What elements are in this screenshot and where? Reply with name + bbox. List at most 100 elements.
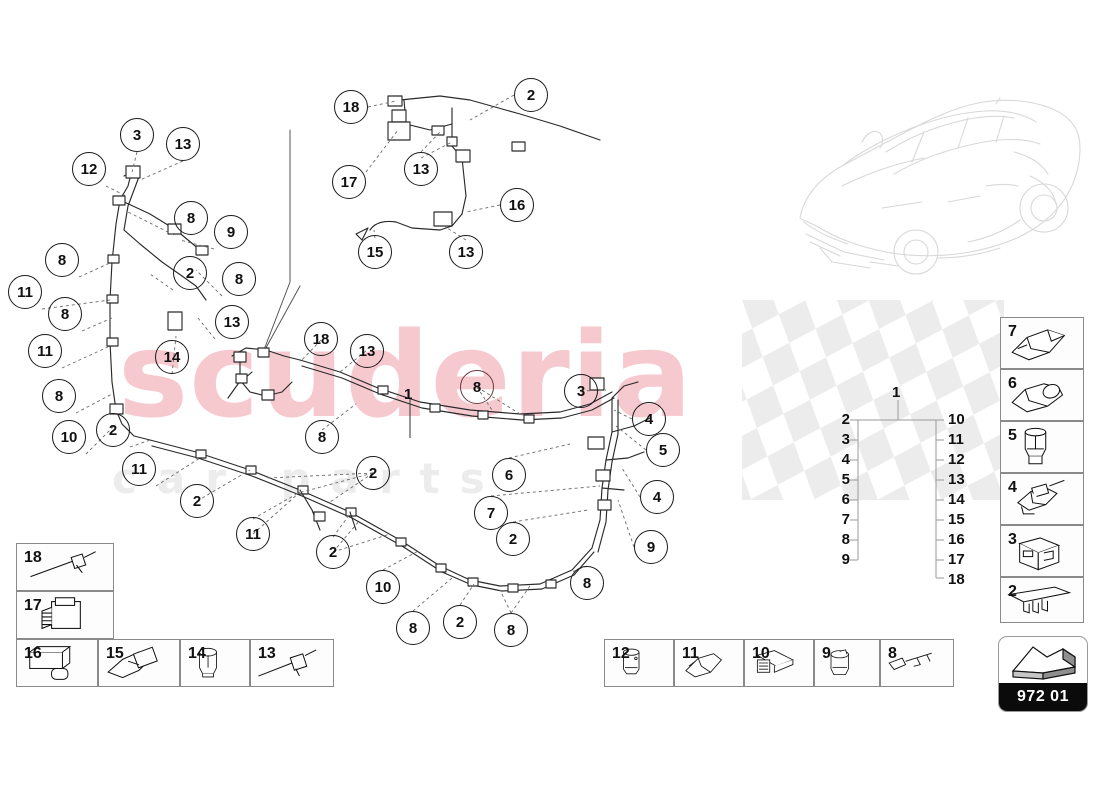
index-entry-2[interactable]: 2: [841, 411, 850, 428]
legend-box-13[interactable]: 13: [250, 639, 334, 687]
callout-13[interactable]: 13: [166, 127, 200, 161]
callout-3[interactable]: 3: [120, 118, 154, 152]
callout-8[interactable]: 8: [570, 566, 604, 600]
callout-14[interactable]: 14: [155, 340, 189, 374]
legend-box-10[interactable]: 10: [744, 639, 814, 687]
callout-2[interactable]: 2: [514, 78, 548, 112]
legend-number: 14: [188, 645, 206, 662]
connector-large-icon: [1011, 329, 1066, 361]
legend-box-12[interactable]: 12: [604, 639, 674, 687]
callout-2[interactable]: 2: [180, 484, 214, 518]
callout-8[interactable]: 8: [396, 611, 430, 645]
legend-box-15[interactable]: 15: [98, 639, 180, 687]
callout-2[interactable]: 2: [96, 413, 130, 447]
index-entry-6[interactable]: 6: [841, 491, 850, 508]
callout-8[interactable]: 8: [45, 243, 79, 277]
legend-number: 18: [24, 549, 42, 566]
legend-box-6[interactable]: 6: [1000, 369, 1084, 421]
callout-2[interactable]: 2: [173, 256, 207, 290]
index-entry-14[interactable]: 14: [948, 491, 965, 508]
index-entry-5[interactable]: 5: [841, 471, 850, 488]
index-entry-10[interactable]: 10: [948, 411, 965, 428]
callout-8[interactable]: 8: [174, 201, 208, 235]
index-entry-17[interactable]: 17: [948, 551, 965, 568]
legend-number: 5: [1008, 427, 1017, 444]
index-entry-12[interactable]: 12: [948, 451, 965, 468]
legend-box-14[interactable]: 14: [180, 639, 250, 687]
callout-7[interactable]: 7: [474, 496, 508, 530]
callout-13[interactable]: 13: [404, 152, 438, 186]
callout-11[interactable]: 11: [122, 452, 156, 486]
legend-box-7[interactable]: 7: [1000, 317, 1084, 369]
relay-assembly-icon: [1016, 479, 1065, 515]
callout-4[interactable]: 4: [640, 480, 674, 514]
callout-4[interactable]: 4: [632, 402, 666, 436]
connector-inline-icon: [107, 646, 158, 679]
bracket-plate-icon: [756, 650, 794, 673]
callout-9[interactable]: 9: [634, 530, 668, 564]
index-entry-9[interactable]: 9: [841, 551, 850, 568]
sensor-socket-icon: [830, 649, 849, 676]
callout-6[interactable]: 6: [492, 458, 526, 492]
connector-round-icon: [1011, 383, 1064, 413]
index-entry-13[interactable]: 13: [948, 471, 965, 488]
callout-13[interactable]: 13: [449, 235, 483, 269]
callout-13[interactable]: 13: [215, 305, 249, 339]
legend-box-2[interactable]: 2: [1000, 577, 1084, 623]
callout-5[interactable]: 5: [646, 433, 680, 467]
callout-13[interactable]: 13: [350, 334, 384, 368]
legend-box-16[interactable]: 16: [16, 639, 98, 687]
legend-box-3[interactable]: 3: [1000, 525, 1084, 577]
callout-8[interactable]: 8: [305, 420, 339, 454]
legend-box-5[interactable]: 5: [1000, 421, 1084, 473]
index-entry-4[interactable]: 4: [841, 451, 850, 468]
part-number-badge: 972 01: [998, 636, 1088, 712]
callout-8[interactable]: 8: [460, 370, 494, 404]
callout-18[interactable]: 18: [304, 322, 338, 356]
callout-11[interactable]: 11: [236, 517, 270, 551]
callout-2[interactable]: 2: [316, 535, 350, 569]
legend-box-8[interactable]: 8: [880, 639, 954, 687]
badge-illustration: [999, 637, 1087, 683]
legend-number: 16: [24, 645, 42, 662]
part-number-text: 972 01: [999, 683, 1087, 711]
callout-12[interactable]: 12: [72, 152, 106, 186]
callout-3[interactable]: 3: [564, 374, 598, 408]
callout-17[interactable]: 17: [332, 165, 366, 199]
callout-15[interactable]: 15: [358, 235, 392, 269]
callout-2[interactable]: 2: [443, 605, 477, 639]
callout-8[interactable]: 8: [48, 297, 82, 331]
callout-9[interactable]: 9: [214, 215, 248, 249]
index-root-label: 1: [892, 384, 901, 401]
callout-10[interactable]: 10: [52, 420, 86, 454]
index-entry-15[interactable]: 15: [948, 511, 965, 528]
connector-block-icon: [41, 597, 81, 630]
legend-box-18[interactable]: 18: [16, 543, 114, 591]
callout-16[interactable]: 16: [500, 188, 534, 222]
callout-11[interactable]: 11: [28, 334, 62, 368]
watermark-secondary: car parts: [112, 454, 505, 503]
legend-number: 12: [612, 645, 630, 662]
index-entry-7[interactable]: 7: [841, 511, 850, 528]
callout-11[interactable]: 11: [8, 275, 42, 309]
legend-box-4[interactable]: 4: [1000, 473, 1084, 525]
index-entry-11[interactable]: 11: [948, 431, 964, 448]
callout-18[interactable]: 18: [334, 90, 368, 124]
callout-8[interactable]: 8: [222, 262, 256, 296]
legend-number: 9: [822, 645, 831, 662]
callout-2[interactable]: 2: [496, 522, 530, 556]
legend-number: 17: [24, 597, 42, 614]
callout-10[interactable]: 10: [366, 570, 400, 604]
index-entry-16[interactable]: 16: [948, 531, 965, 548]
legend-box-11[interactable]: 11: [674, 639, 744, 687]
index-entry-8[interactable]: 8: [841, 531, 850, 548]
callout-2[interactable]: 2: [356, 456, 390, 490]
index-entry-3[interactable]: 3: [841, 431, 850, 448]
callout-8[interactable]: 8: [42, 379, 76, 413]
index-entry-18[interactable]: 18: [948, 571, 965, 588]
connector-tee-icon: [29, 646, 72, 680]
legend-box-9[interactable]: 9: [814, 639, 880, 687]
legend-box-17[interactable]: 17: [16, 591, 114, 639]
callout-8[interactable]: 8: [494, 613, 528, 647]
